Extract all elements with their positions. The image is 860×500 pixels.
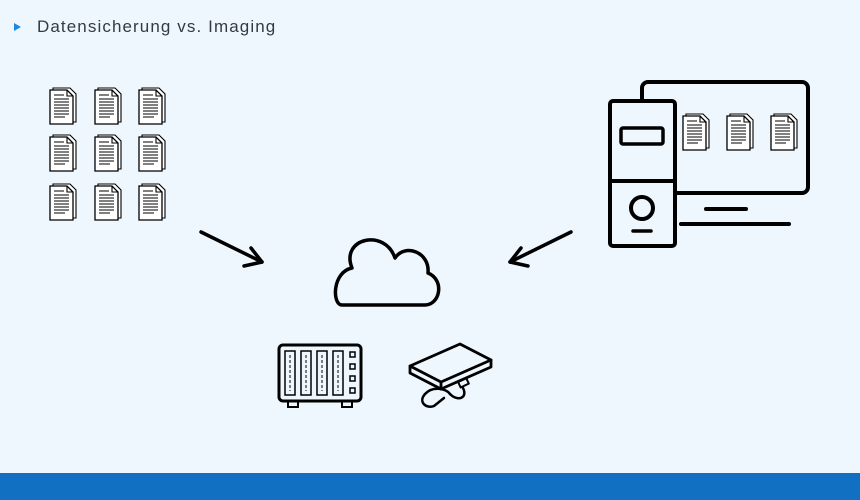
document-icon bbox=[138, 134, 166, 172]
computer-icon bbox=[608, 80, 810, 248]
document-icon bbox=[138, 183, 166, 221]
document-icon bbox=[94, 134, 122, 172]
nas-server-icon bbox=[277, 343, 363, 408]
documents-grid bbox=[49, 87, 166, 221]
cloud-icon bbox=[333, 238, 441, 307]
arrow-icon bbox=[199, 230, 264, 268]
document-icon bbox=[94, 183, 122, 221]
page-title: Datensicherung vs. Imaging bbox=[37, 17, 277, 36]
document-icon bbox=[49, 183, 77, 221]
document-icon bbox=[49, 87, 77, 125]
external-drive-icon bbox=[408, 342, 493, 408]
document-icon bbox=[682, 113, 710, 151]
document-icon bbox=[49, 134, 77, 172]
arrow-icon bbox=[508, 230, 573, 268]
screen-documents bbox=[682, 113, 798, 151]
title-bullet-icon bbox=[14, 23, 21, 31]
page-title-row: Datensicherung vs. Imaging bbox=[14, 16, 276, 38]
document-icon bbox=[94, 87, 122, 125]
footer-bar bbox=[0, 473, 860, 500]
document-icon bbox=[726, 113, 754, 151]
document-icon bbox=[770, 113, 798, 151]
document-icon bbox=[138, 87, 166, 125]
